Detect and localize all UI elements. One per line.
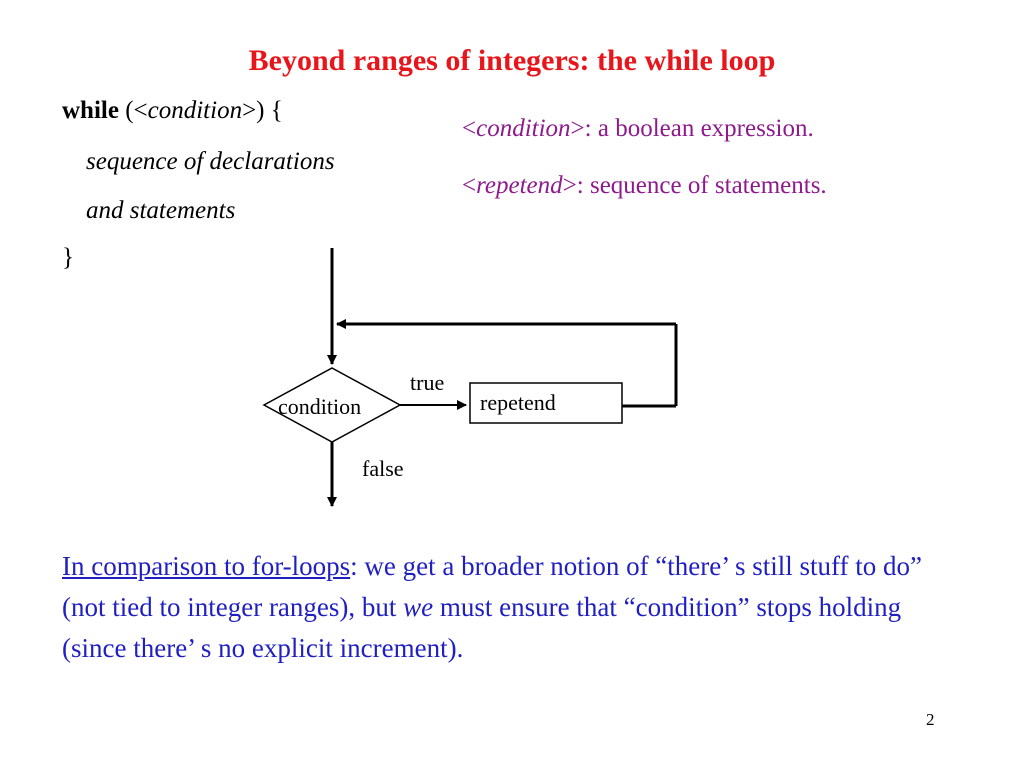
repetend-label: repetend (480, 390, 556, 415)
open-paren: (< (118, 97, 148, 124)
condition-term: condition (476, 115, 571, 142)
code-line-while: while (<condition>) { (62, 97, 283, 125)
comparison-emphasis: we (403, 592, 434, 622)
comparison-paragraph: In comparison to for-loops: we get a bro… (62, 546, 942, 669)
repetend-box (469, 382, 623, 424)
code-body-line-1: sequence of declarations (86, 148, 335, 175)
while-keyword: while (62, 97, 119, 124)
comparison-link[interactable]: In comparison to for-loops (62, 551, 351, 581)
false-label: false (362, 456, 404, 481)
repetend-desc: : sequence of statements. (576, 172, 827, 199)
condition-desc: : a boolean expression. (584, 115, 814, 142)
comparison-text-2: must ensure that “condition” stops holdi… (62, 592, 902, 663)
true-label: true (410, 370, 445, 395)
code-closing-brace: } (62, 244, 74, 271)
repetend-definition: <repetend>: sequence of statements. (462, 172, 827, 199)
page-number: 2 (926, 710, 935, 729)
slide-title: Beyond ranges of integers: the while loo… (248, 44, 776, 77)
condition-placeholder: condition (147, 97, 243, 124)
condition-definition: <condition>: a boolean expression. (462, 115, 814, 142)
close-paren-brace: >) { (242, 97, 283, 124)
code-body-line-2: and statements (86, 197, 236, 224)
repetend-term: repetend (476, 172, 563, 199)
comparison-text-1: : we get a broader notion of “there’ s s… (62, 551, 922, 622)
decision-label: condition (278, 394, 362, 419)
